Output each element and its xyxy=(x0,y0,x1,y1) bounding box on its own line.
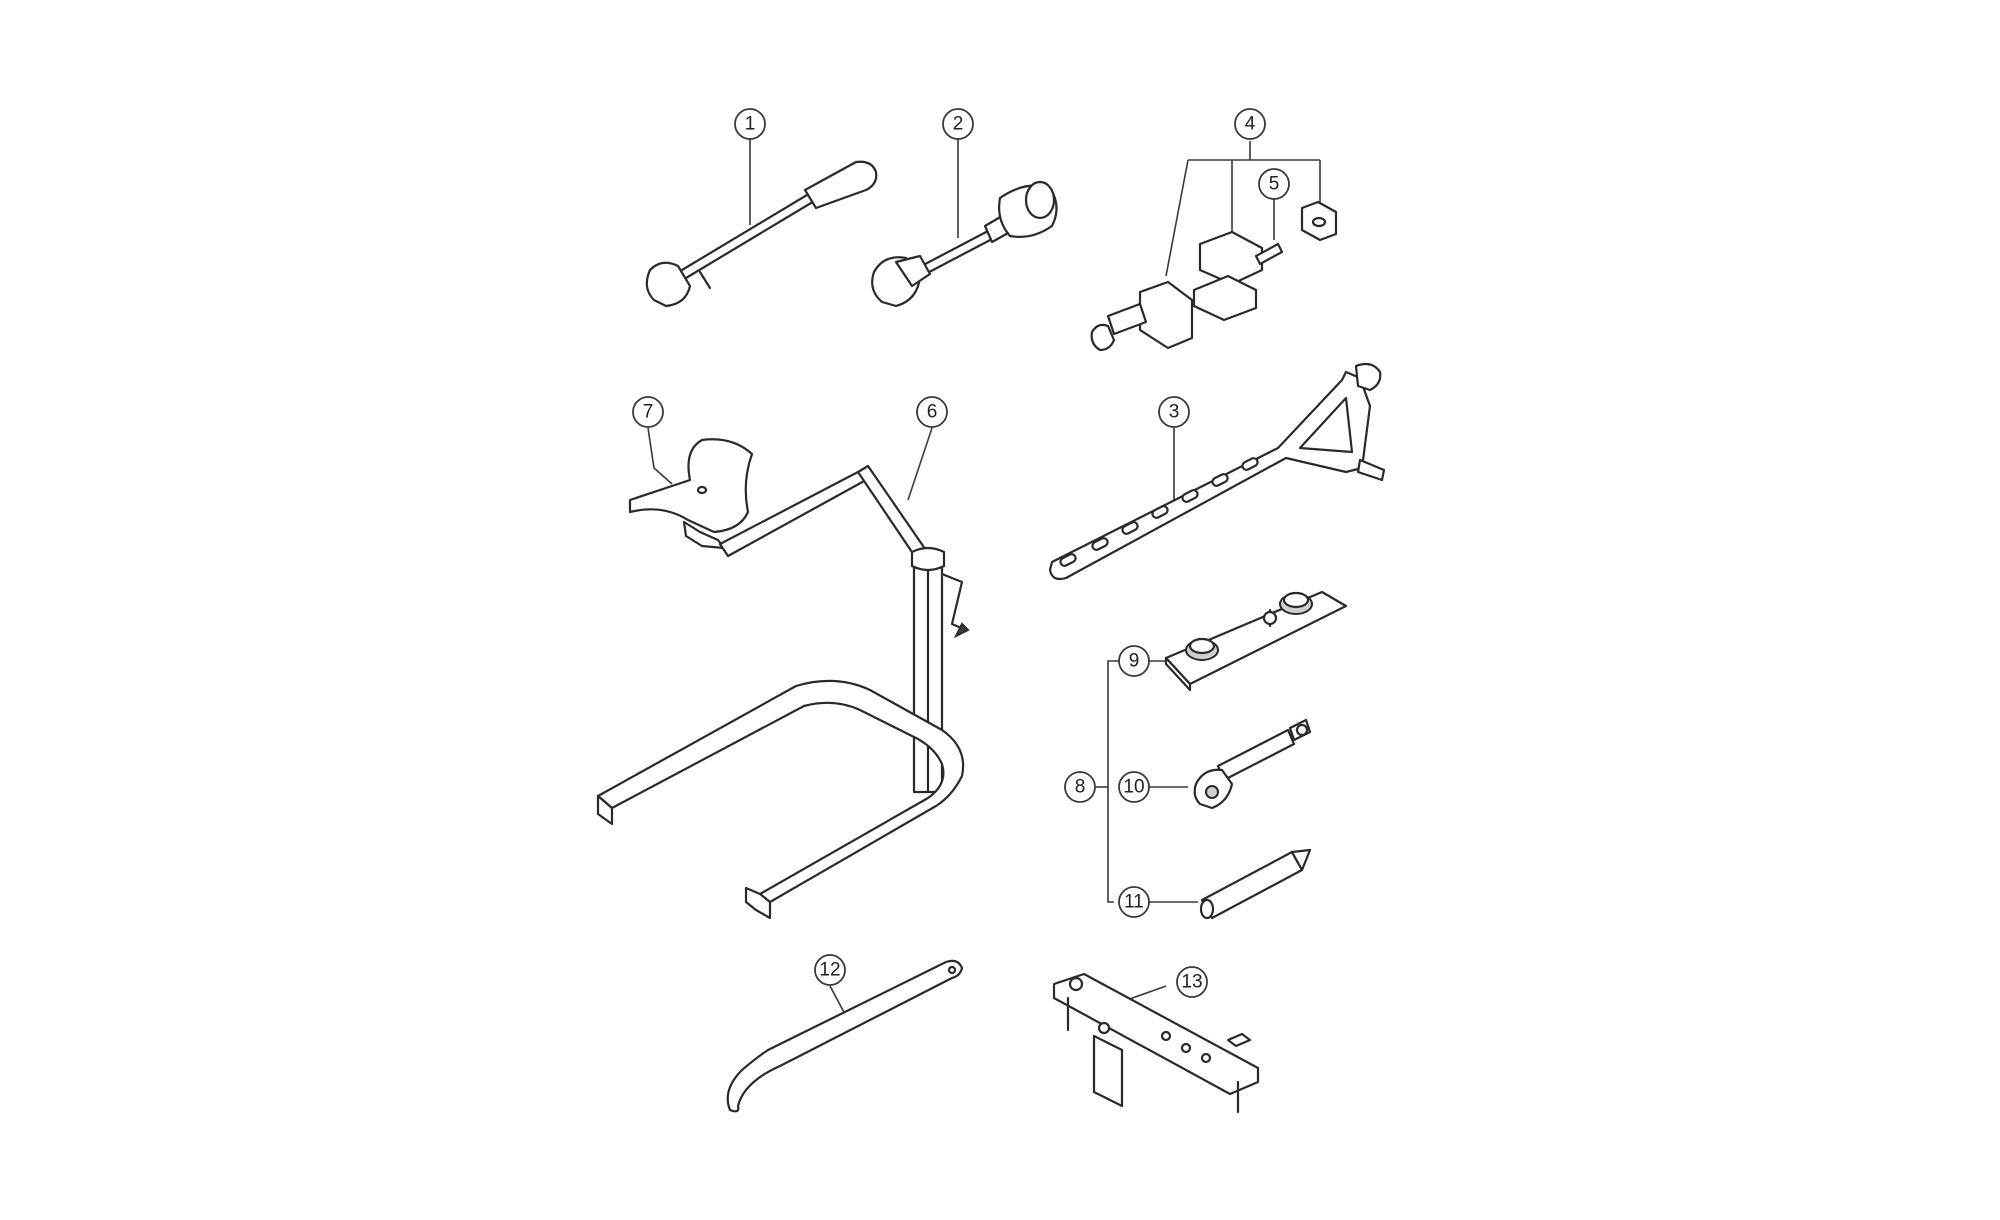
callout-label: 9 xyxy=(1129,651,1140,672)
callout-3: 3 xyxy=(1158,396,1190,428)
callout-6: 6 xyxy=(916,396,948,428)
callout-7: 7 xyxy=(632,396,664,428)
callout-label: 12 xyxy=(819,960,840,981)
part-9-plate xyxy=(1147,590,1348,692)
part-3-slotted-bar xyxy=(1048,362,1386,581)
callout-label: 5 xyxy=(1269,174,1280,195)
part-2-puller-tool xyxy=(871,134,1058,308)
part-6-work-stand xyxy=(596,427,970,920)
callout-label: 11 xyxy=(1124,892,1144,913)
callout-12: 12 xyxy=(814,954,846,986)
part-11-mandrel xyxy=(1148,848,1312,920)
callout-11: 11 xyxy=(1118,886,1150,918)
leader-line xyxy=(907,427,933,501)
callout-8: 8 xyxy=(1064,771,1096,803)
callout-label: 13 xyxy=(1181,972,1202,993)
callout-9: 9 xyxy=(1118,645,1150,677)
callout-label: 4 xyxy=(1245,114,1256,135)
leader-line xyxy=(647,427,673,485)
part-13-fixture xyxy=(1052,972,1260,1114)
callout-label: 10 xyxy=(1123,777,1144,798)
part-10-threaded-tool xyxy=(1148,718,1312,810)
callout-10: 10 xyxy=(1118,771,1150,803)
callout-5: 5 xyxy=(1258,168,1290,200)
callout-1: 1 xyxy=(734,108,766,140)
callout-label: 8 xyxy=(1075,777,1086,798)
callout-2: 2 xyxy=(942,108,974,140)
part-4-clamp-kit xyxy=(1090,141,1338,352)
callout-13: 13 xyxy=(1176,966,1208,998)
callout-label: 2 xyxy=(953,114,964,135)
part-1-rod-tool xyxy=(645,134,878,308)
part-7-support-plate xyxy=(628,427,754,550)
leader-line xyxy=(829,985,847,1017)
callout-label: 7 xyxy=(643,402,654,423)
leader-line xyxy=(1165,159,1189,277)
callout-label: 1 xyxy=(745,114,756,135)
callout-label: 3 xyxy=(1169,402,1180,423)
callout-label: 6 xyxy=(927,402,938,423)
part-12-hook-spanner xyxy=(726,959,964,1113)
callout-4: 4 xyxy=(1234,108,1266,140)
